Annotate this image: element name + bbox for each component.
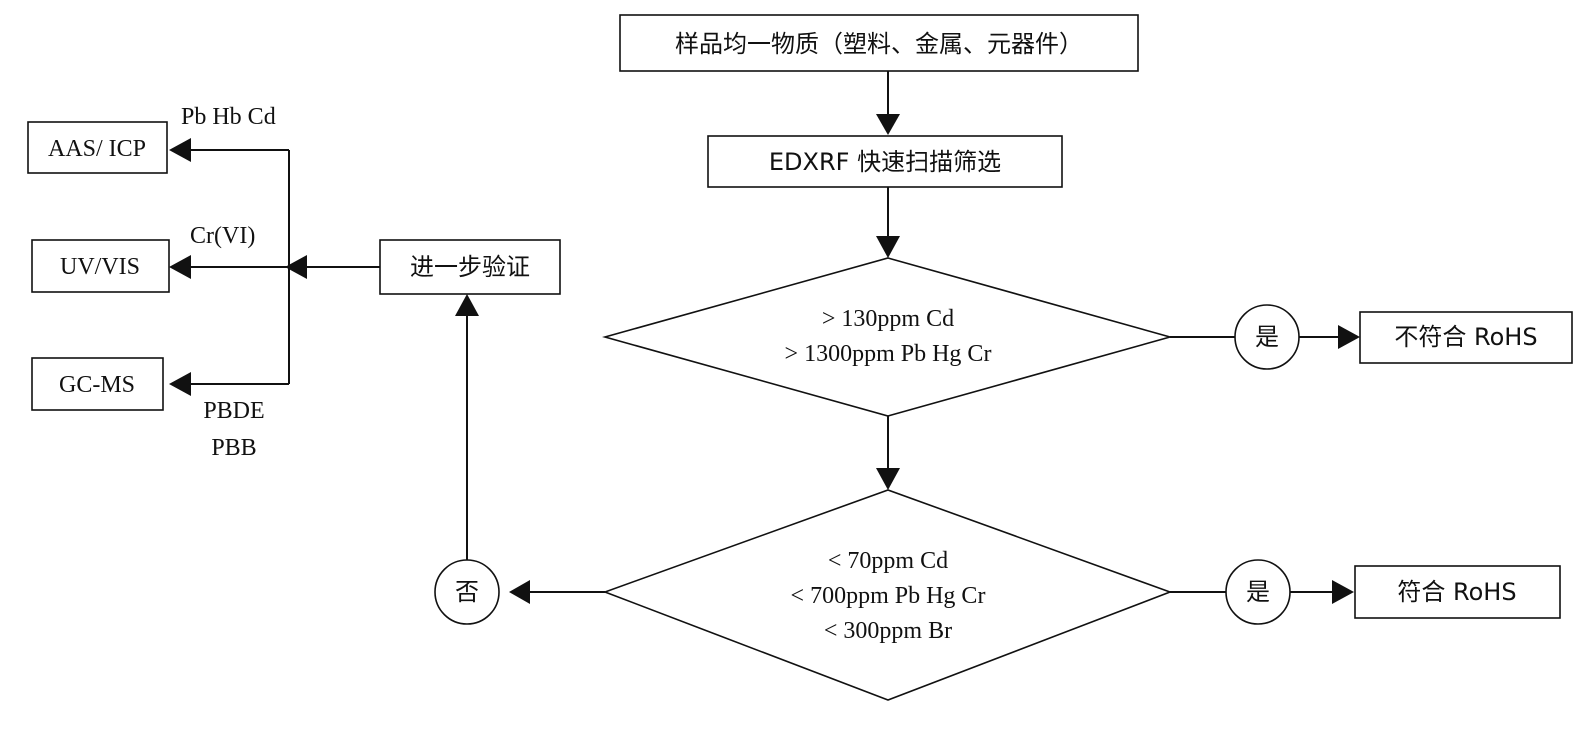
compliant-label: 符合 RoHS	[1397, 578, 1516, 606]
sample-node: 样品均一物质（塑料、金属、元器件）	[619, 14, 1139, 72]
yes1-label: 是	[1255, 323, 1279, 351]
yes2-branch: 是	[1170, 559, 1354, 625]
decision2-line3: < 300ppm Br	[824, 618, 952, 644]
further-verification-node: 进一步验证	[379, 239, 561, 295]
decision2-line1: < 70ppm Cd	[828, 548, 948, 574]
gc-ms-label: GC-MS	[59, 372, 135, 398]
no-branch: 否	[434, 294, 605, 625]
decision1-line2: > 1300ppm Pb Hg Cr	[785, 341, 992, 367]
arrow-edxrf-to-decision1	[876, 187, 900, 258]
further-verification-label: 进一步验证	[410, 253, 530, 281]
aas-icp-node: AAS/ ICP	[27, 121, 168, 174]
aas-icp-label: AAS/ ICP	[48, 136, 146, 162]
decision2-node: < 70ppm Cd < 700ppm Pb Hg Cr < 300ppm Br	[602, 489, 1173, 701]
yes2-label: 是	[1246, 578, 1270, 606]
arrow-decision1-to-decision2	[876, 416, 900, 490]
decision1-node: > 130ppm Cd > 1300ppm Pb Hg Cr	[602, 257, 1173, 417]
compliant-node: 符合 RoHS	[1354, 565, 1561, 619]
decision2-line2: < 700ppm Pb Hg Cr	[791, 583, 986, 609]
non-compliant-label: 不符合 RoHS	[1394, 323, 1537, 351]
uv-vis-label: UV/VIS	[60, 254, 140, 280]
gc-line2-label: PBB	[211, 435, 256, 461]
edxrf-label: EDXRF 快速扫描筛选	[769, 148, 1001, 176]
verification-connectors	[169, 138, 380, 396]
uv-vis-node: UV/VIS	[31, 239, 170, 293]
arrow-sample-to-edxrf	[876, 71, 900, 135]
decision1-line1: > 130ppm Cd	[822, 306, 954, 332]
gc-ms-node: GC-MS	[31, 357, 164, 411]
yes1-branch: 是	[1170, 304, 1360, 370]
aas-elements-label: Pb Hb Cd	[181, 104, 276, 130]
uv-elements-label: Cr(VI)	[190, 223, 255, 249]
non-compliant-node: 不符合 RoHS	[1359, 311, 1573, 364]
gc-line1-label: PBDE	[203, 398, 264, 424]
edxrf-node: EDXRF 快速扫描筛选	[707, 135, 1063, 188]
no-label: 否	[455, 578, 479, 606]
sample-label: 样品均一物质（塑料、金属、元器件）	[675, 30, 1083, 58]
